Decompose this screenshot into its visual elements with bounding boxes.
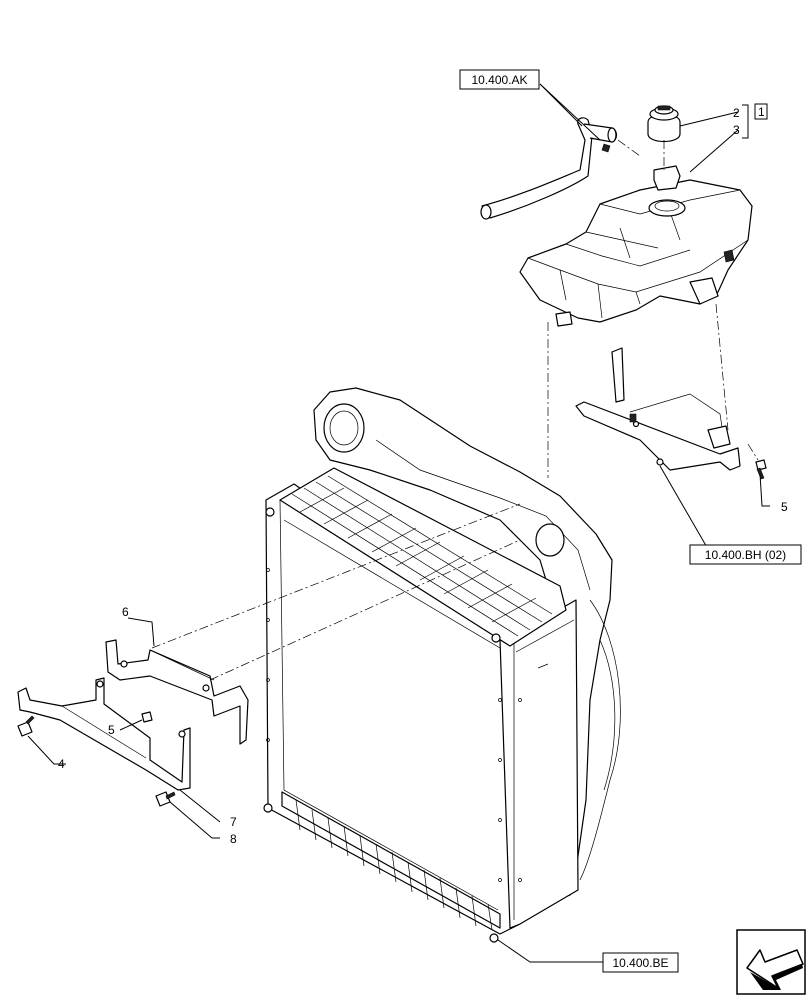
callout-1: 1 (758, 105, 765, 119)
assembly-lines (151, 139, 759, 681)
expansion-tank (519, 165, 753, 327)
radiator (263, 467, 579, 943)
bolt-5-left (141, 711, 153, 723)
filler-cap (647, 105, 681, 143)
ref-box-radiator[interactable]: 10.400.BE (602, 952, 679, 973)
ref-box-bracket[interactable]: 10.400.BH (02) (689, 544, 802, 565)
bracket-6 (105, 639, 249, 745)
ref-box-hose[interactable]: 10.400.AK (459, 69, 540, 90)
callout-5-left: 5 (108, 723, 115, 737)
callout-2: 2 (733, 106, 740, 120)
bolt-5-right (755, 459, 767, 480)
callout-4: 4 (58, 757, 65, 771)
bracket-7 (17, 677, 191, 791)
ref-hose-label: 10.400.AK (471, 73, 527, 87)
callout-7: 7 (230, 815, 237, 829)
callout-1-box: 1 (754, 103, 768, 120)
callout-5-right: 5 (781, 500, 788, 514)
bolt-4 (17, 715, 35, 737)
callout-3: 3 (733, 123, 740, 137)
callout-6: 6 (122, 605, 129, 619)
callout-8: 8 (230, 832, 237, 846)
ref-bracket-label: 10.400.BH (02) (705, 548, 786, 562)
tank-bracket (575, 347, 741, 471)
ref-radiator-label: 10.400.BE (612, 956, 668, 970)
navigation-arrow-icon[interactable] (736, 929, 806, 995)
coolant-hose (480, 117, 618, 220)
